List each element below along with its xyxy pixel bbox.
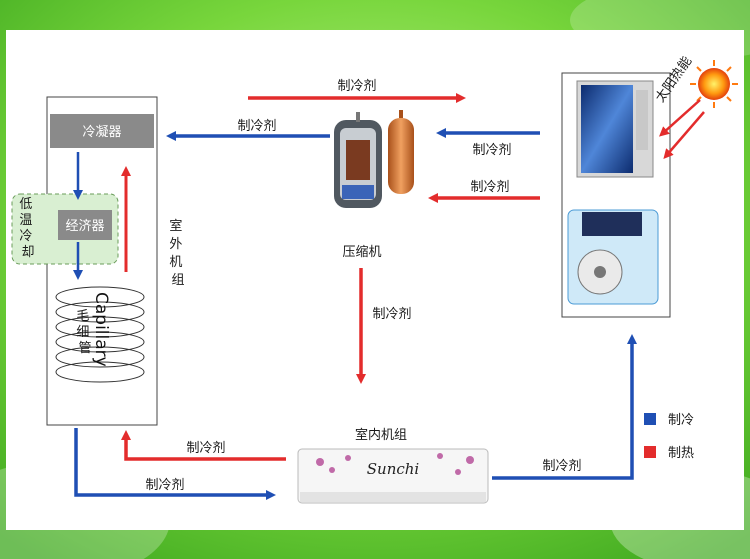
outdoor-unit-char-1: 室 bbox=[169, 218, 182, 234]
economizer-label: 经济器 bbox=[65, 219, 104, 234]
refrigerant-label-5: 制冷剂 bbox=[372, 307, 411, 322]
legend-label-heating: 制热 bbox=[668, 446, 694, 461]
outdoor-heat-pump-illustration bbox=[567, 209, 659, 305]
refrigerant-label-2: 制冷剂 bbox=[237, 119, 276, 134]
solar-panel-illustration bbox=[576, 80, 654, 178]
refrigerant-label-3: 制冷剂 bbox=[472, 143, 511, 158]
refrigerant-label-1: 制冷剂 bbox=[337, 79, 376, 94]
outdoor-unit-char-4: 组 bbox=[171, 273, 184, 288]
indoor-to-solar-blue-arrow bbox=[492, 334, 637, 480]
capillary-cn-char-3: 管 bbox=[78, 341, 91, 356]
capillary-cn-char-2: 细 bbox=[76, 325, 89, 340]
outdoor-unit-char-2: 外 bbox=[169, 237, 182, 252]
legend-label-cooling: 制冷 bbox=[668, 413, 694, 428]
capillary-coil bbox=[55, 286, 145, 383]
refrigerant-label-6: 制冷剂 bbox=[186, 441, 225, 456]
sun-ray-arrow-2 bbox=[663, 111, 705, 160]
refrigerant-label-4: 制冷剂 bbox=[470, 180, 509, 195]
outdoor-unit-label: 室 外 机 组 bbox=[169, 218, 186, 288]
refrigerant-label-8: 制冷剂 bbox=[542, 459, 581, 474]
economizer-box bbox=[58, 210, 112, 240]
indoor-to-outdoor-red-arrow bbox=[121, 430, 286, 461]
sun-icon bbox=[690, 60, 738, 108]
low-temp-cooling-char-2: 温 bbox=[19, 213, 32, 228]
legend-swatch-cooling bbox=[644, 413, 656, 425]
low-temp-cooling-label: 低 温 冷 却 bbox=[19, 197, 36, 260]
legend: 制冷 制热 bbox=[644, 413, 694, 461]
compressor-label: 压缩机 bbox=[342, 244, 381, 260]
compressor-illustration bbox=[334, 110, 414, 208]
outdoor-unit-char-3: 机 bbox=[169, 255, 182, 270]
low-temp-cooling-char-4: 却 bbox=[21, 245, 34, 260]
low-temp-cooling-char-3: 冷 bbox=[19, 229, 32, 244]
capillary-en-label: Capillary bbox=[91, 292, 111, 367]
condenser-box bbox=[50, 114, 154, 148]
low-temp-cooling-char-1: 低 bbox=[19, 197, 32, 212]
legend-swatch-heating bbox=[644, 446, 656, 458]
indoor-unit-illustration: Sunchi bbox=[297, 448, 489, 504]
capillary-cn-label: 毛 细 管 bbox=[76, 309, 93, 356]
indoor-unit-label: 室内机组 bbox=[355, 427, 407, 443]
refrigerant-label-7: 制冷剂 bbox=[145, 478, 184, 493]
capillary-cn-char-1: 毛 bbox=[76, 309, 89, 324]
outdoor-to-indoor-blue-arrow bbox=[74, 428, 276, 500]
sun-ray-arrow-1 bbox=[659, 99, 701, 137]
brand-logo: Sunchi bbox=[367, 460, 420, 478]
condenser-label: 冷凝器 bbox=[82, 124, 121, 140]
